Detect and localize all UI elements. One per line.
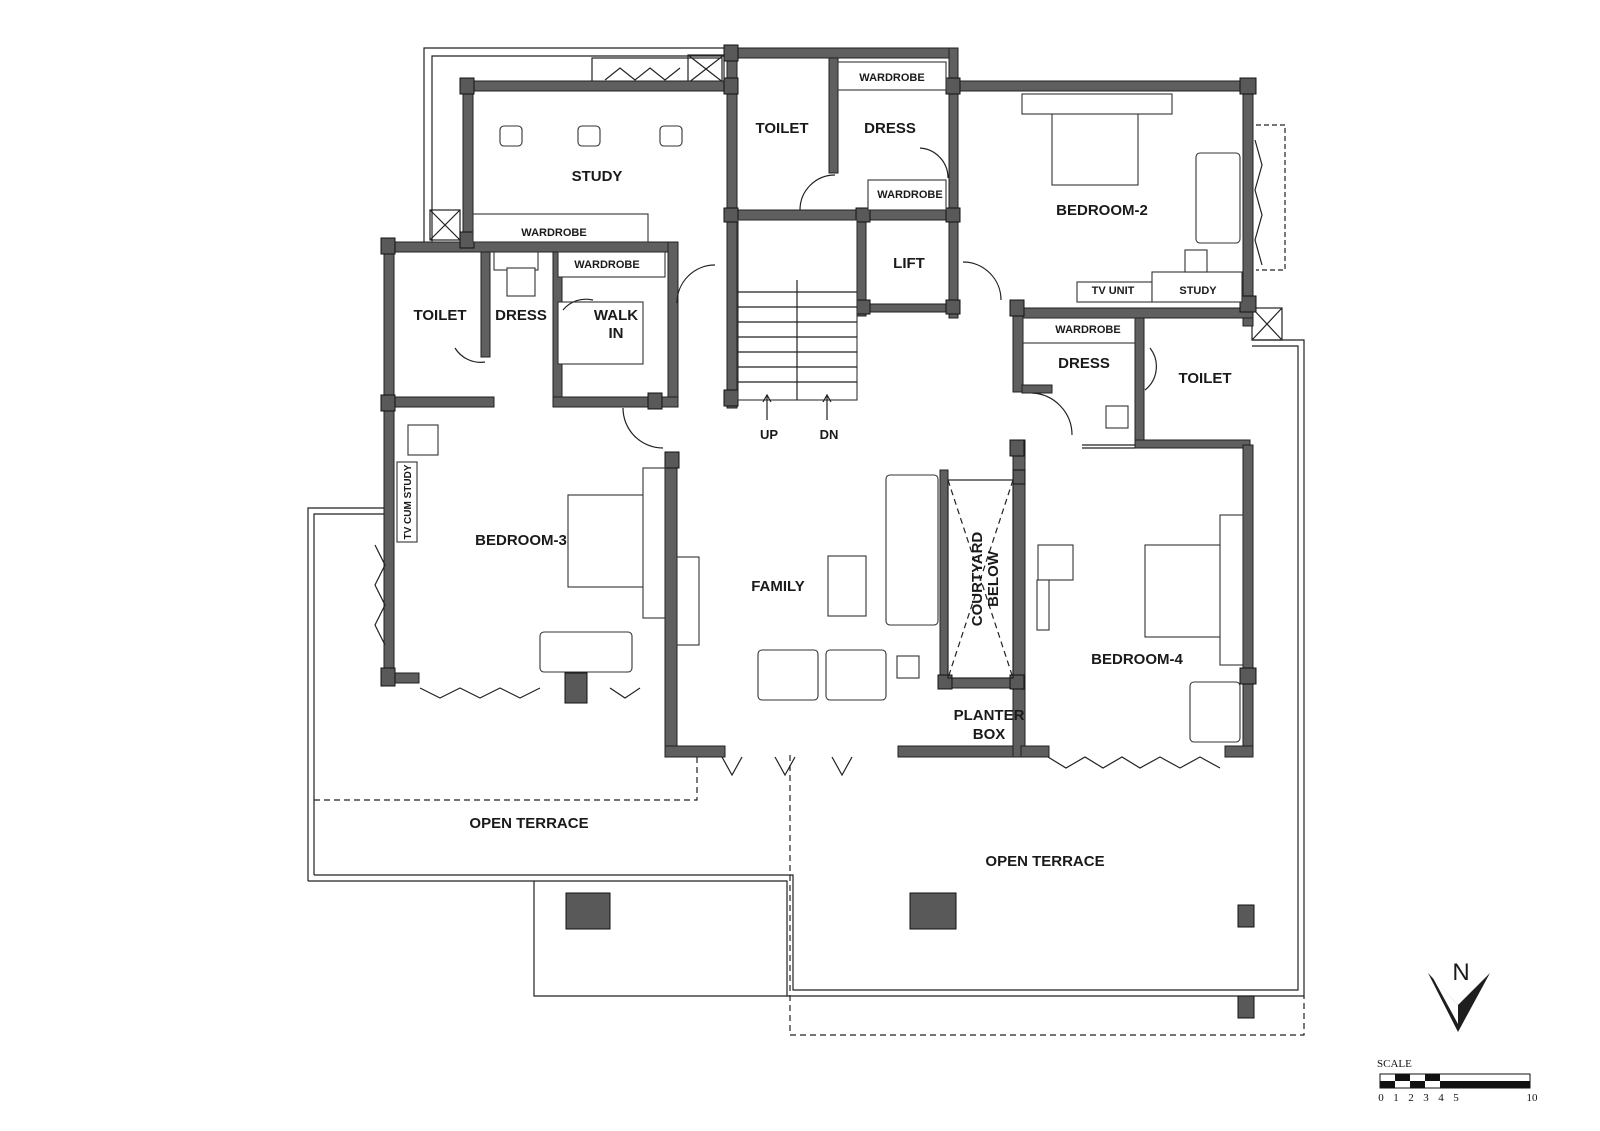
label-family: FAMILY xyxy=(751,578,805,595)
label-planter: PLANTER xyxy=(954,707,1025,724)
label-walk: WALK xyxy=(594,307,638,324)
scale-tick-4: 4 xyxy=(1438,1092,1444,1104)
scale-tick-5: 5 xyxy=(1453,1092,1459,1104)
label-tv-unit: TV UNIT xyxy=(1092,285,1135,297)
label-in: IN xyxy=(609,325,624,342)
label-study-top: STUDY xyxy=(572,168,623,185)
label-wardrobe-dress-bottom: WARDROBE xyxy=(877,189,942,201)
label-below: BELOW xyxy=(985,550,1002,607)
label-study-bedroom-2: STUDY xyxy=(1179,285,1217,297)
scale-tick-1: 1 xyxy=(1393,1092,1399,1104)
label-bedroom-2: BEDROOM-2 xyxy=(1056,202,1148,219)
fixtures xyxy=(396,61,1244,743)
label-wardrobe-right: WARDROBE xyxy=(1055,324,1120,336)
label-dress-right: DRESS xyxy=(1058,355,1110,372)
scale-tick-0: 0 xyxy=(1378,1092,1384,1104)
label-stair-up: UP xyxy=(760,427,778,442)
label-toilet-right: TOILET xyxy=(1178,370,1231,387)
label-open-terrace-right: OPEN TERRACE xyxy=(985,853,1104,870)
label-dress-left: DRESS xyxy=(495,307,547,324)
label-courtyard: COURTYARD xyxy=(969,532,986,627)
label-stair-dn: DN xyxy=(820,427,839,442)
label-toilet-top: TOILET xyxy=(755,120,808,137)
terrace-outline xyxy=(307,339,1305,1036)
scale-tick-2: 2 xyxy=(1408,1092,1414,1104)
scale-title: SCALE xyxy=(1377,1058,1412,1070)
label-wardrobe-dress-top: WARDROBE xyxy=(859,72,924,84)
label-wardrobe-study: WARDROBE xyxy=(521,227,586,239)
label-wardrobe-left: WARDROBE xyxy=(574,259,639,271)
doors xyxy=(374,67,1263,777)
label-lift: LIFT xyxy=(893,255,925,272)
label-bedroom-3: BEDROOM-3 xyxy=(475,532,567,549)
scale-tick-3: 3 xyxy=(1423,1092,1429,1104)
north-label: N xyxy=(1452,959,1469,986)
label-bedroom-4: BEDROOM-4 xyxy=(1091,651,1183,668)
room-labels: STUDY WARDROBE TOILET WARDROBE DRESS WAR… xyxy=(403,72,1232,870)
label-box: BOX xyxy=(973,726,1006,743)
scale-tick-10: 10 xyxy=(1527,1092,1539,1104)
label-dress-top: DRESS xyxy=(864,120,916,137)
label-tv-cum-study: TV CUM STUDY xyxy=(403,464,414,539)
columns xyxy=(380,44,1257,1019)
north-arrow: N xyxy=(1428,959,1490,1032)
label-open-terrace-left: OPEN TERRACE xyxy=(469,815,588,832)
label-toilet-left: TOILET xyxy=(413,307,466,324)
scale-bar: SCALE 0 1 2 3 4 5 10 xyxy=(1377,1058,1538,1104)
